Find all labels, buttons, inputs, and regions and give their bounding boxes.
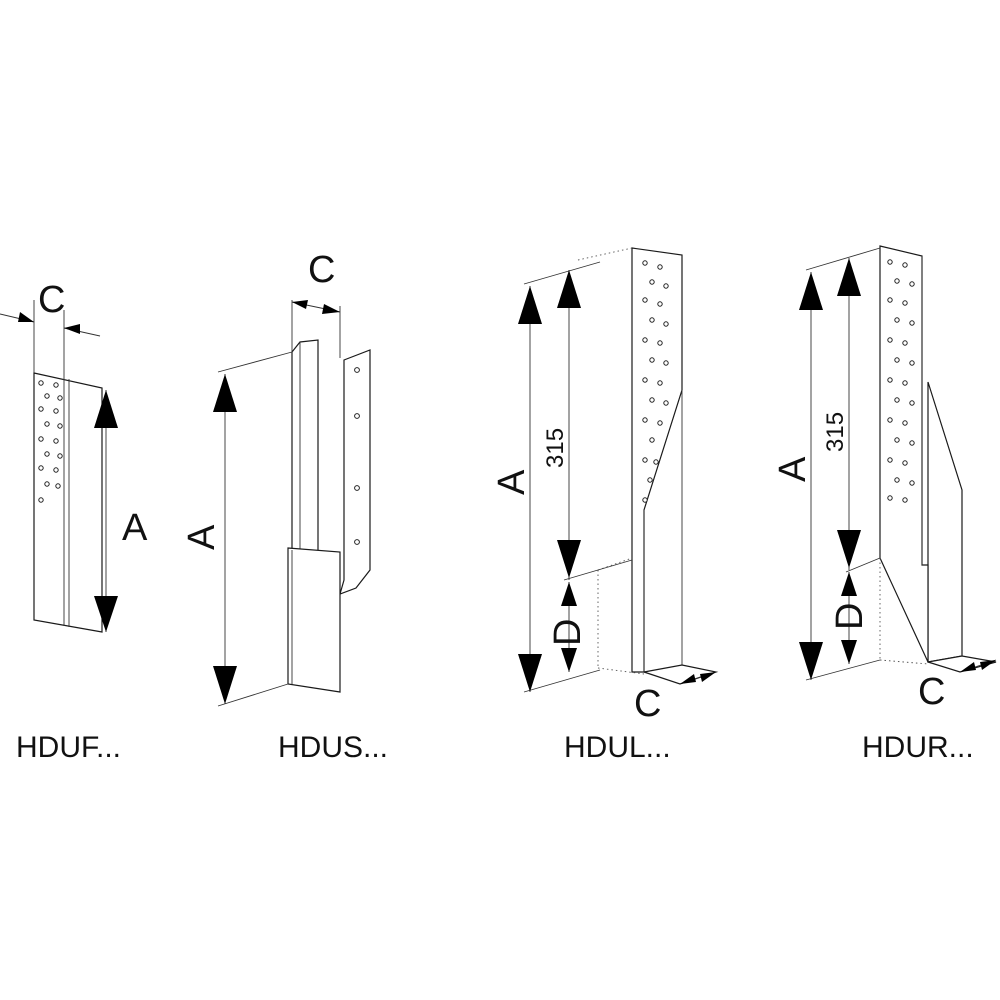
hduf-nail-holes — [38, 380, 63, 503]
hduf-drawing: C A — [0, 279, 148, 633]
hdus-drawing: A C — [181, 249, 371, 707]
hdul-dim-a: A — [491, 469, 533, 495]
hdul-dim-c: C — [634, 683, 661, 725]
hduf-dim-c: C — [38, 279, 65, 321]
hdus-dim-a: A — [181, 524, 223, 550]
hduf-dim-a: A — [122, 507, 148, 549]
hdur-dim-315: 315 — [822, 412, 849, 452]
hdul-drawing: A 315 D C — [491, 247, 719, 725]
hdur-nail-holes — [887, 259, 915, 503]
hdur-dim-d: D — [829, 603, 871, 630]
hdul-dim-d: D — [547, 619, 589, 646]
hdur-label: HDUR... — [862, 731, 974, 764]
hdur-dim-c: C — [918, 671, 945, 713]
hdur-dim-a: A — [772, 456, 814, 482]
hdus-label: HDUS... — [278, 731, 388, 764]
hdus-dim-c: C — [308, 249, 335, 291]
hdul-label: HDUL... — [564, 731, 671, 764]
hdul-dim-315: 315 — [542, 428, 569, 468]
hduf-label: HDUF... — [16, 731, 121, 764]
hdul-nail-holes — [642, 260, 669, 503]
hdur-drawing: A 315 D C — [772, 245, 997, 713]
